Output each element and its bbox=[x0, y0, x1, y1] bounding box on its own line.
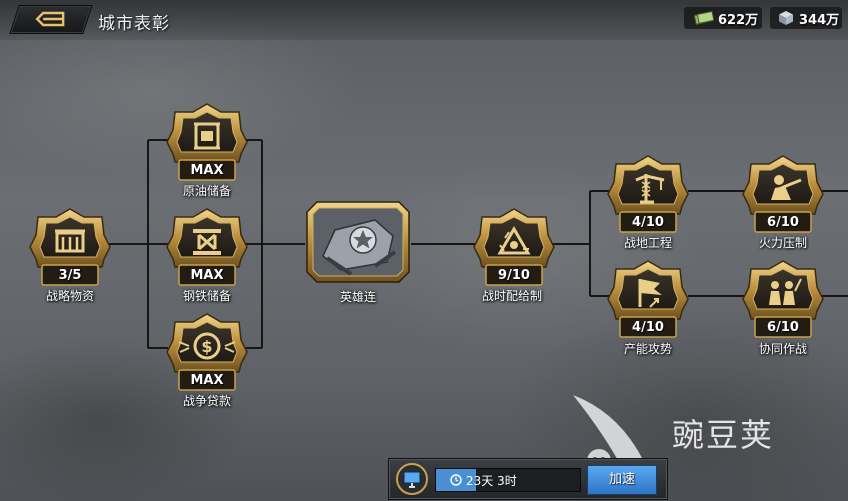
page-title: 城市表彰 bbox=[98, 14, 170, 34]
build-queue-panel: 23天 3时 加速 bbox=[388, 458, 668, 500]
node-level: 4/10 bbox=[632, 320, 664, 335]
badge-frame bbox=[166, 208, 248, 286]
node-steel-reserve[interactable]: MAX bbox=[165, 205, 249, 289]
node-label-production: 产能攻势 bbox=[623, 342, 672, 356]
badge-frame bbox=[607, 260, 689, 338]
badge-frame bbox=[29, 208, 111, 286]
flag-arrow-icon bbox=[638, 279, 662, 308]
hero-frame bbox=[306, 201, 410, 283]
node-level: MAX bbox=[190, 373, 224, 388]
node-level: MAX bbox=[190, 268, 224, 283]
node-level: 9/10 bbox=[498, 268, 530, 283]
cash-resource-panel bbox=[684, 7, 762, 29]
node-fire-suppression[interactable]: 6/10 bbox=[741, 152, 825, 236]
crane-tower-icon bbox=[635, 174, 665, 204]
node-level: 6/10 bbox=[767, 320, 799, 335]
recycle-triangle-icon bbox=[497, 226, 531, 255]
steel-beam-icon bbox=[193, 229, 221, 255]
tank-star-icon bbox=[322, 219, 397, 276]
badge-frame bbox=[742, 260, 824, 338]
speed-up-button[interactable]: 加速 bbox=[587, 465, 657, 495]
node-level: 3/5 bbox=[58, 268, 82, 283]
node-oil-reserve[interactable]: MAX bbox=[165, 100, 249, 184]
steel-resource: 344万 bbox=[778, 8, 839, 28]
node-label-loan: 战争贷款 bbox=[182, 394, 231, 408]
node-strategic-supplies[interactable]: 3/5 bbox=[28, 205, 112, 289]
supply-crate-icon bbox=[55, 229, 85, 253]
cash-icon bbox=[694, 11, 714, 25]
node-capacity-offensive[interactable]: 4/10 bbox=[606, 257, 690, 341]
soldiers-group-icon bbox=[769, 278, 802, 305]
node-label-strategic: 战略物资 bbox=[45, 289, 94, 303]
node-level: 4/10 bbox=[632, 215, 664, 230]
node-label-steel: 钢铁储备 bbox=[182, 289, 231, 303]
badge-frame bbox=[607, 155, 689, 233]
badge-frame: $ bbox=[166, 313, 248, 391]
node-wartime-ration[interactable]: 9/10 bbox=[472, 205, 556, 289]
node-label-ration: 战时配给制 bbox=[481, 289, 542, 303]
back-arrow-icon bbox=[35, 11, 65, 27]
timer-text: 23天 3时 bbox=[466, 474, 517, 488]
node-level: MAX bbox=[190, 163, 224, 178]
cash-resource: 622万 bbox=[694, 8, 758, 28]
node-label-hero: 英雄连 bbox=[339, 290, 376, 304]
node-label-engineering: 战地工程 bbox=[623, 236, 672, 250]
progress-bar: 23天 3时 bbox=[435, 468, 581, 492]
badge-frame bbox=[166, 103, 248, 181]
watermark-text: 豌豆荚 bbox=[672, 416, 775, 454]
node-field-engineering[interactable]: 4/10 bbox=[606, 152, 690, 236]
oil-barrel-icon bbox=[194, 122, 220, 150]
steel-value: 344万 bbox=[799, 12, 840, 28]
node-joint-operations[interactable]: 6/10 bbox=[741, 257, 825, 341]
steel-cube-icon bbox=[779, 11, 793, 25]
back-button[interactable] bbox=[9, 5, 93, 34]
badge-frame bbox=[473, 208, 555, 286]
node-label-joint: 协同作战 bbox=[758, 342, 807, 356]
node-level: 6/10 bbox=[767, 215, 799, 230]
node-label-oil: 原油储备 bbox=[182, 184, 231, 198]
node-label-fire: 火力压制 bbox=[758, 236, 807, 250]
node-war-loan[interactable]: $ MAX bbox=[165, 310, 249, 394]
monitor-icon[interactable] bbox=[395, 462, 429, 496]
soldier-aim-icon bbox=[771, 175, 802, 200]
node-hero-company[interactable] bbox=[305, 200, 411, 284]
cash-value: 622万 bbox=[718, 12, 759, 28]
dollar-coin-icon: $ bbox=[178, 332, 236, 360]
badge-frame bbox=[742, 155, 824, 233]
clock-icon bbox=[450, 474, 462, 486]
svg-text:$: $ bbox=[201, 337, 212, 356]
